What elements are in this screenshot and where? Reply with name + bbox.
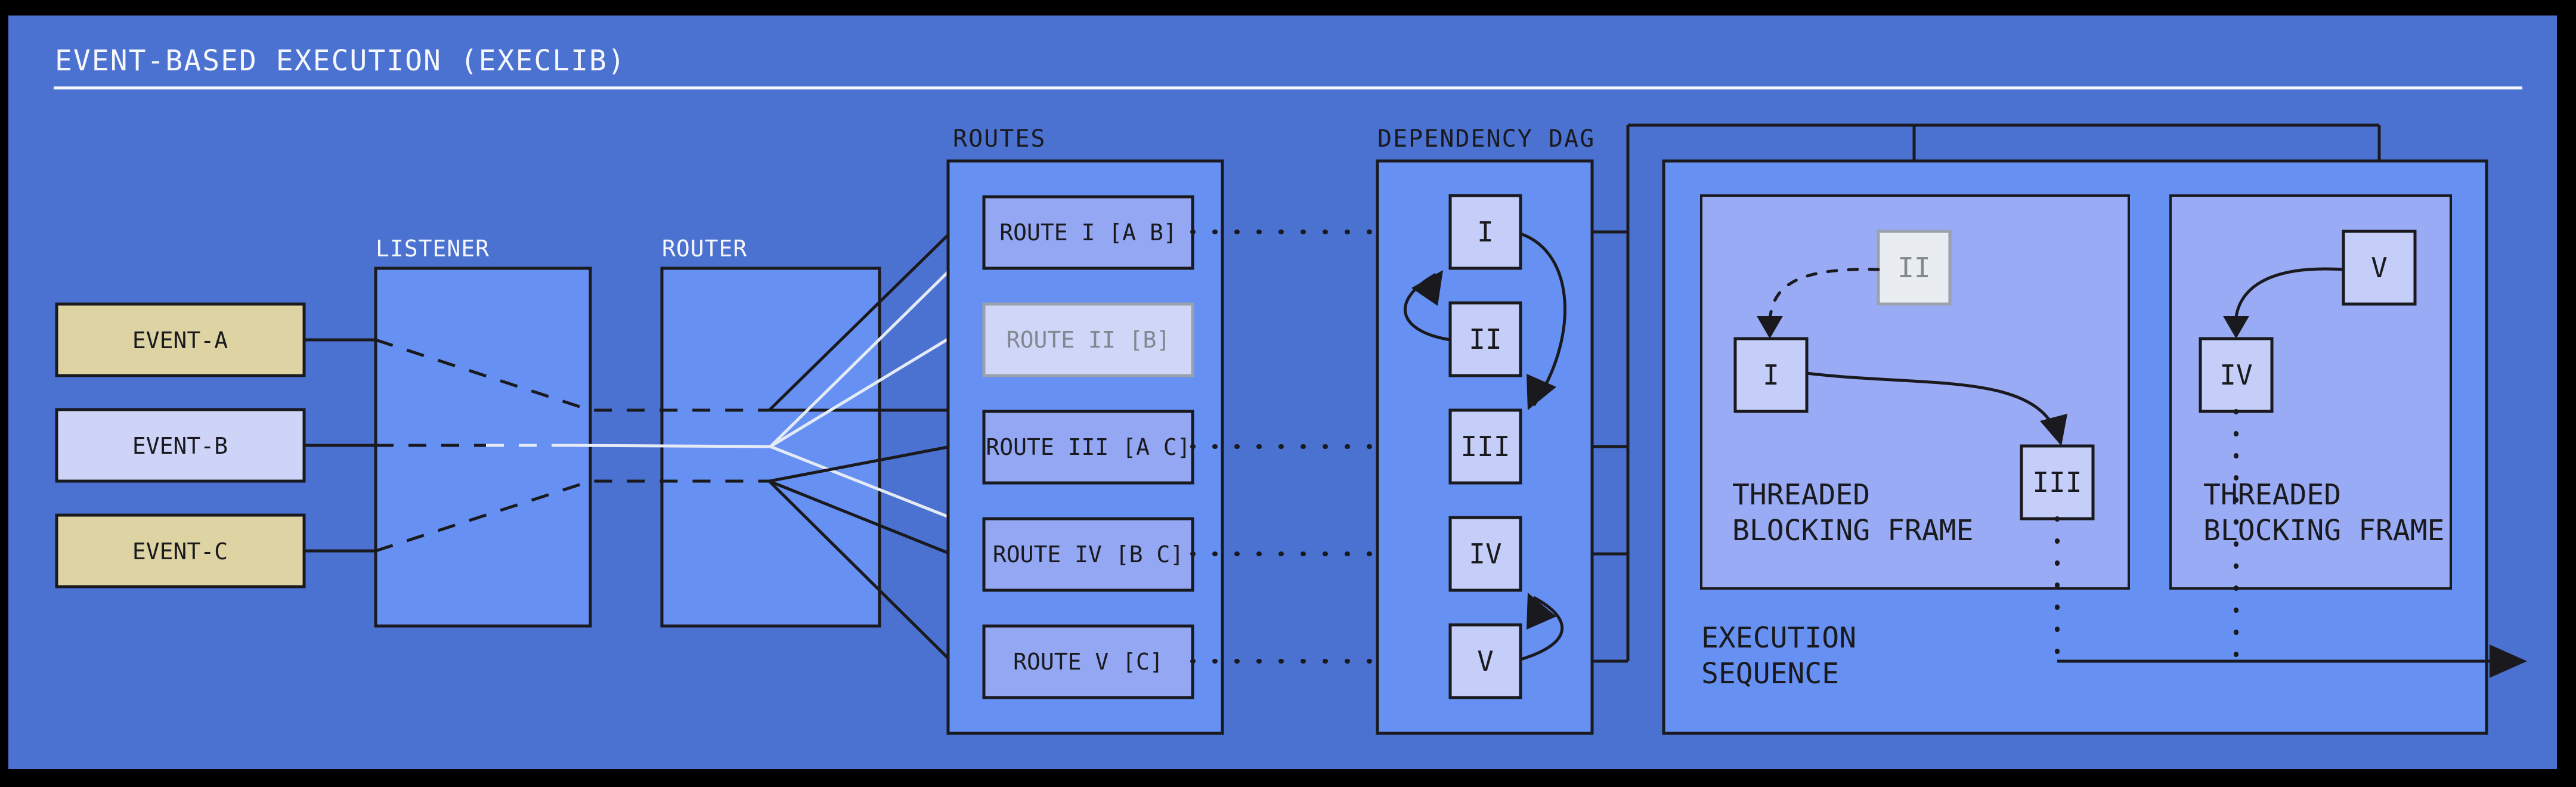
event-signal-lines [375,338,771,553]
frame1-edge-1-to-3-arrowhead-icon [2040,414,2067,446]
dag-section-label: DEPENDENCY DAG [1377,125,1595,153]
frame1-node-1-label: I [1763,359,1779,391]
frame1-edge-2-to-1 [1768,268,1880,331]
route-list: ROUTE I [A B] ROUTE II [B] ROUTE III [A … [982,195,1194,699]
fan-b-to-route1-line [769,267,953,448]
fan-c-to-route5-line [768,480,952,662]
dag-node-1-box [1448,194,1522,270]
execution-timeline [2055,409,2527,678]
frame1-label-line1: THREADED [1732,478,1870,512]
router-label: ROUTER [662,236,747,262]
frame1-edge-2-to-1-arrowhead-icon [1757,316,1783,339]
execution-label-line2: SEQUENCE [1701,657,1839,690]
route-1-label: ROUTE I [A B] [999,219,1176,246]
fan-b-to-route2-line [769,335,953,448]
execution-label-line1: EXECUTION [1701,621,1856,655]
frame1-node-2-box [1877,230,1952,306]
fan-b-to-route4-line [770,445,952,520]
listener-label: LISTENER [376,236,490,262]
sequence-arrowhead-icon [2490,645,2527,678]
dag-node-4-label: IV [1469,538,1501,570]
dag-node-1-label: I [1477,216,1494,248]
frame1-node-3-label: III [2032,466,2082,498]
route-4-box [982,517,1194,592]
dag-edges [1403,232,1566,661]
listener-box [374,267,592,628]
route-5-box [982,624,1194,699]
fan-a-to-route1-line [768,231,952,411]
dag-node-3-label: III [1460,430,1510,463]
event-a-box [55,302,306,377]
event-b-label: EVENT-B [132,433,228,459]
event-a-label: EVENT-A [132,327,228,354]
frame2-edge-5-to-4 [2234,267,2344,330]
frame2-edge-5-to-4-arrowhead-icon [2223,316,2249,339]
dag-edge-2-to-1-arrowhead-icon [1411,270,1443,306]
event-c-dashed-line [375,479,769,553]
dag-node-3-box [1448,408,1522,485]
routes-section-label: ROUTES [953,125,1046,153]
frame2-node-4-label: IV [2219,359,2252,391]
frame2-label-line1: THREADED [2203,478,2341,512]
dag-node-2-box [1448,301,1522,377]
dag-edge-5-to-4-arrowhead-icon [1527,593,1556,630]
route-4-label: ROUTE IV [B C] [993,541,1184,568]
frame1-edge-1-to-3 [1806,371,2060,439]
route-1-box [982,195,1194,270]
dag-edge-1-to-3-arrowhead-icon [1527,374,1556,410]
dag-node-4-box [1448,516,1522,592]
frame1-node-1-box [1733,337,1809,413]
event-sources: EVENT-A EVENT-B EVENT-C [55,302,306,588]
frame2-node-5-box [2342,230,2417,306]
frame2-label-line2: BLOCKING FRAME [2203,514,2445,547]
event-a-dashed-line [375,338,769,412]
route-2-box [982,302,1194,377]
route-dag-dotted-links [1190,230,1594,664]
title-underline [54,86,2522,89]
page-title: EVENT-BASED EXECUTION (EXECLIB) [55,44,626,78]
dag-edge-5-to-4 [1520,596,1564,661]
dag-node-2-label: II [1469,323,1501,355]
frame-1-content: II I III THREADED BLOCKING FRAME [1732,230,2095,547]
dag-node-5-box [1448,623,1522,699]
event-b-solid-white-line [569,444,771,448]
route-5-label: ROUTE V [C] [1013,649,1163,675]
fan-c-to-route3-line [769,445,951,483]
route-3-label: ROUTE III [A C] [986,434,1190,460]
frame1-node-2-label: II [1897,252,1930,284]
dag-edge-1-to-3 [1520,232,1566,407]
event-c-label: EVENT-C [132,538,228,565]
frame1-label-line2: BLOCKING FRAME [1732,514,1974,547]
dag-node-5-label: V [1477,645,1494,677]
frame2-node-5-label: V [2371,252,2388,284]
dag-nodes: I II III IV V [1448,194,1522,699]
fan-c-to-route4-line [769,479,951,556]
route-2-label: ROUTE II [B] [1007,327,1171,353]
